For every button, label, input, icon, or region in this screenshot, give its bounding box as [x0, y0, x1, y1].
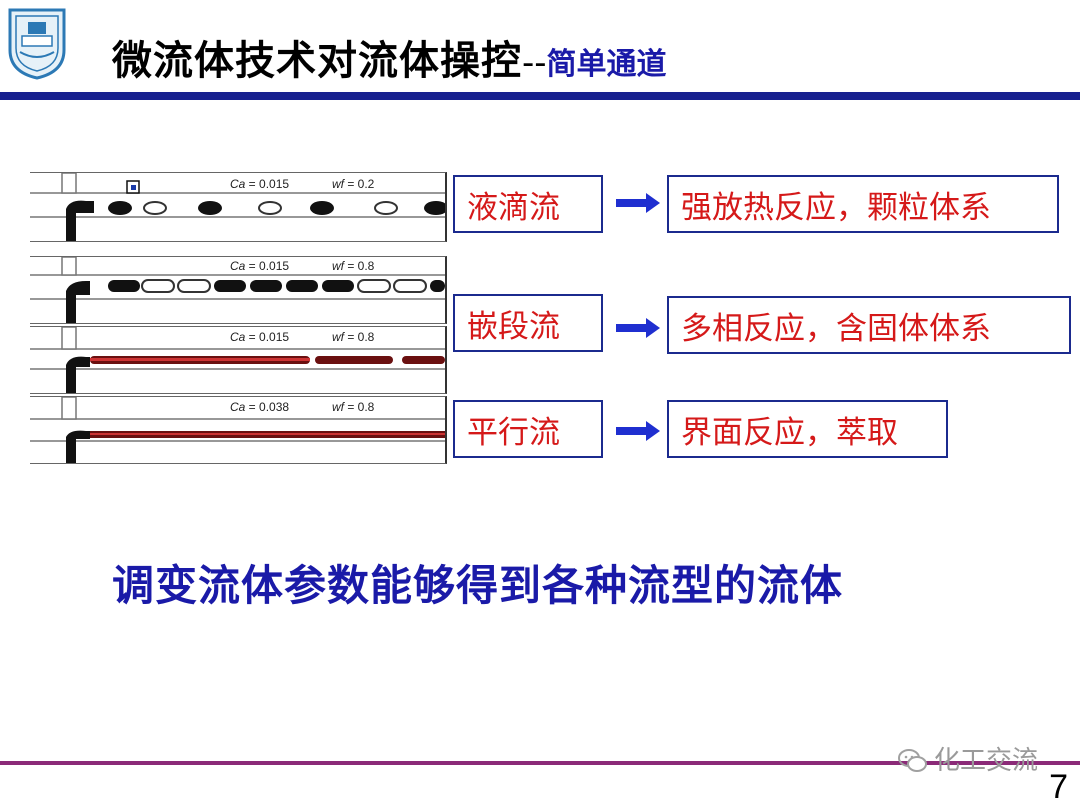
param-wf: wf = 0.8 [332, 400, 375, 414]
title-subtitle: 简单通道 [546, 47, 667, 82]
param-ca: Ca = 0.015 [230, 330, 290, 344]
param-ca: Ca = 0.015 [230, 177, 290, 191]
university-logo [8, 8, 66, 80]
wechat-icon [898, 749, 927, 772]
flow-type-parallel: 平行流 [453, 400, 603, 458]
application-droplet: 强放热反应，颗粒体系 [667, 175, 1059, 233]
arrow-right-icon [616, 318, 660, 338]
arrow-right-icon [616, 193, 660, 213]
param-wf: wf = 0.2 [332, 177, 375, 191]
application-slug: 多相反应，含固体体系 [667, 296, 1071, 354]
param-ca: Ca = 0.015 [230, 259, 290, 273]
page-number: 7 [1049, 768, 1068, 806]
flow-type-droplet: 液滴流 [453, 175, 603, 233]
param-ca: Ca = 0.038 [230, 400, 290, 414]
watermark: 化工交流 [900, 740, 1038, 777]
flow-type-slug: 嵌段流 [453, 294, 603, 352]
micrograph-droplet: Ca = 0.015 wf = 0.2 [30, 172, 447, 242]
title-main: 微流体技术对流体操控 [112, 38, 522, 84]
footer-rule [0, 761, 1080, 765]
summary-text: 调变流体参数能够得到各种流型的流体 [112, 561, 844, 610]
header-rule [0, 92, 1080, 100]
param-wf: wf = 0.8 [332, 330, 375, 344]
slide-title: 微流体技术对流体操控--简单通道 [112, 28, 667, 86]
title-separator: -- [522, 43, 547, 83]
application-parallel: 界面反应，萃取 [667, 400, 948, 458]
micrograph-slug-1: Ca = 0.015 wf = 0.8 [30, 256, 447, 324]
micrograph-slug-2: Ca = 0.015 wf = 0.8 [30, 326, 447, 394]
param-wf: wf = 0.8 [332, 259, 375, 273]
arrow-right-icon [616, 421, 660, 441]
watermark-text: 化工交流 [934, 746, 1039, 776]
micrograph-parallel: Ca = 0.038 wf = 0.8 [30, 396, 447, 464]
